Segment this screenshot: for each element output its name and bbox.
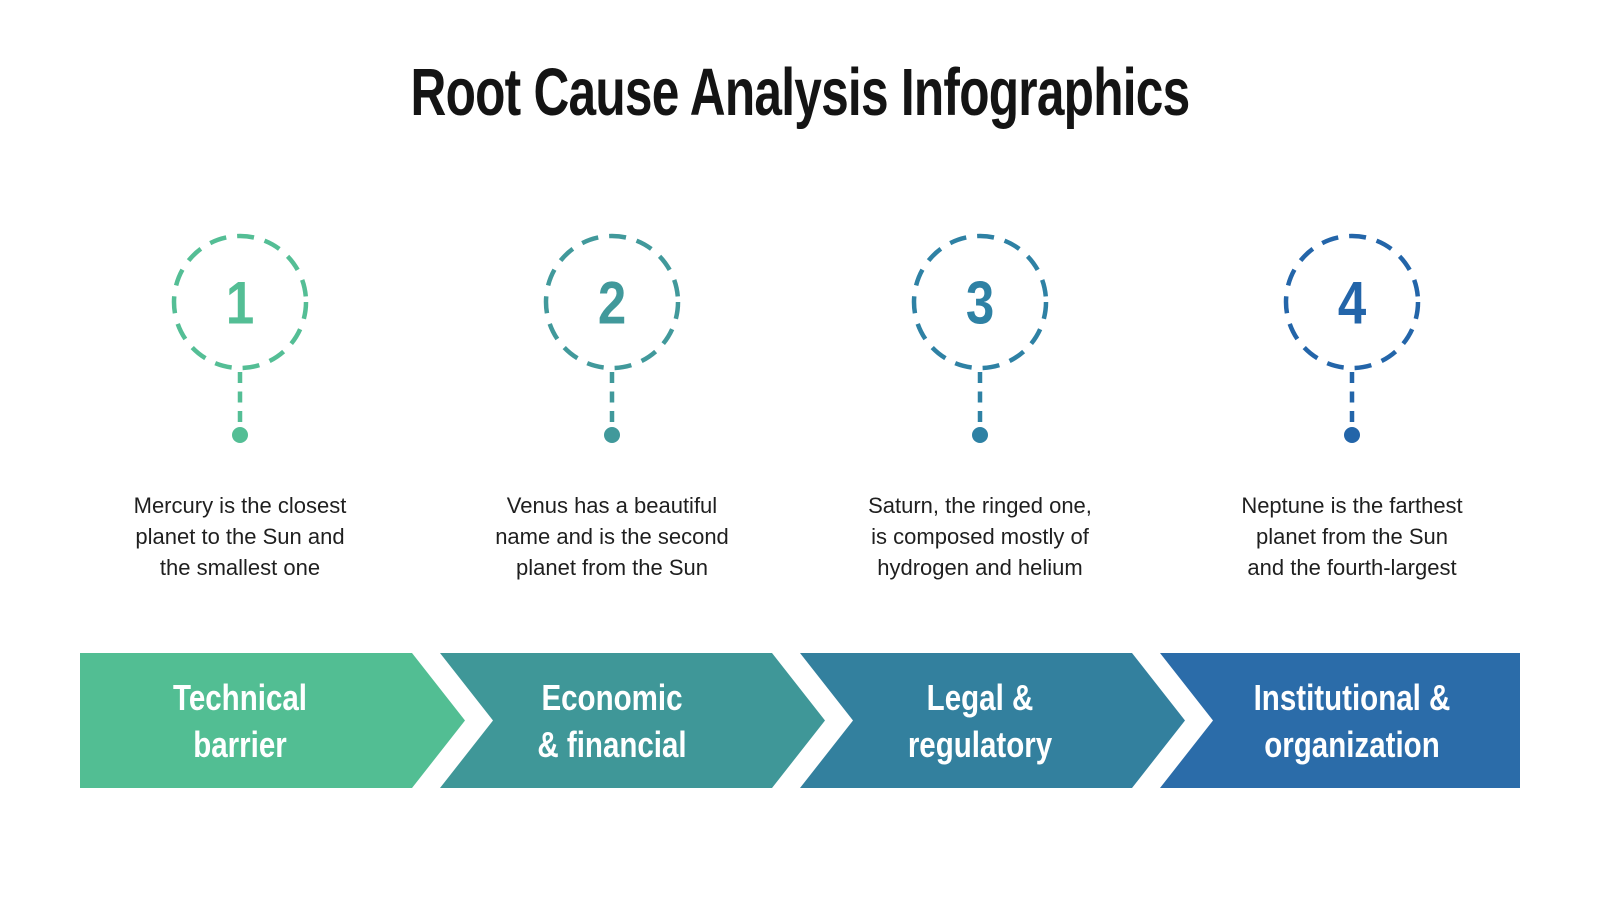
- banner-label-line: Legal &: [926, 676, 1034, 718]
- banner-arrow-4: [1160, 653, 1520, 788]
- banner-label-line: barrier: [193, 723, 287, 765]
- dashed-circle-icon: [171, 233, 309, 371]
- step-badge-4: 4: [1283, 233, 1421, 443]
- stem-dot-icon: [972, 427, 988, 443]
- dashed-circle-icon: [911, 233, 1049, 371]
- dashed-circle-icon: [1283, 233, 1421, 371]
- banner-label-2: Economic & financial: [489, 653, 735, 788]
- step-number: 1: [226, 270, 254, 337]
- stem-dot-icon: [232, 427, 248, 443]
- banner-label-line: regulatory: [907, 723, 1053, 765]
- step-column-2: 2 Venus has a beautiful name and is the …: [462, 232, 762, 583]
- dashed-circle-icon: [543, 233, 681, 371]
- stem-dot-icon: [1344, 427, 1360, 443]
- banner-strip: Technical barrier Economic & financial L…: [80, 653, 1520, 788]
- banner-arrow-3: [800, 653, 1185, 788]
- banner-label-line: organization: [1264, 723, 1440, 765]
- step-description: Neptune is the farthest planet from the …: [1241, 493, 1463, 580]
- page-title: Root Cause Analysis Infographics: [410, 55, 1191, 130]
- step-badge-3: 3: [911, 233, 1049, 443]
- step-number: 2: [598, 270, 626, 337]
- step-description: Venus has a beautiful name and is the se…: [495, 493, 729, 580]
- step-description: Mercury is the closest planet to the Sun…: [133, 493, 347, 580]
- step-badge-2: 2: [543, 233, 681, 443]
- step-column-4: 4 Neptune is the farthest planet from th…: [1202, 232, 1502, 583]
- banner-label-line: Technical: [173, 676, 307, 718]
- banner-label-line: & financial: [537, 723, 687, 765]
- step-column-3: 3 Saturn, the ringed one, is composed mo…: [830, 232, 1130, 583]
- banner-label-line: Economic: [541, 676, 683, 718]
- banner-label-1: Technical barrier: [117, 653, 363, 788]
- step-description: Saturn, the ringed one, is composed most…: [868, 493, 1092, 580]
- banner-arrow-1: [80, 653, 465, 788]
- stem-dot-icon: [604, 427, 620, 443]
- banner-arrow-2: [440, 653, 825, 788]
- step-badge-1: 1: [171, 233, 309, 443]
- banner-arrows: [80, 653, 1520, 788]
- step-column-1: 1 Mercury is the closest planet to the S…: [90, 232, 390, 583]
- banner-label-3: Legal & regulatory: [857, 653, 1103, 788]
- banner-label-4: Institutional & organization: [1229, 653, 1475, 788]
- step-number: 3: [966, 270, 994, 337]
- banner-label-line: Institutional &: [1253, 676, 1451, 718]
- step-number: 4: [1338, 270, 1366, 337]
